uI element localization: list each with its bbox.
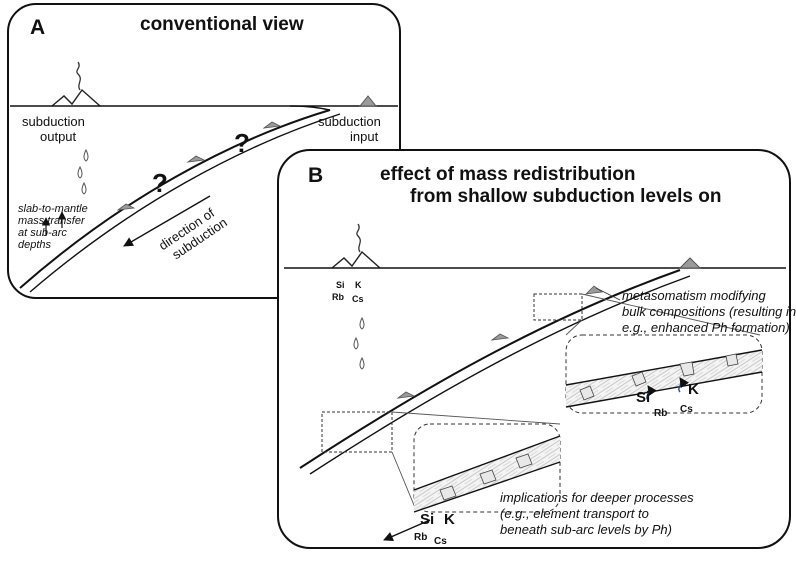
- melt-droplet-icon-a3: [81, 181, 87, 195]
- volcano-shape-a: [51, 88, 101, 107]
- sediment-pile-b: [678, 257, 702, 269]
- lower-inset-k: K: [444, 511, 455, 528]
- upper-inset-band-bottom: [565, 371, 763, 408]
- metasomatism-label-line2: bulk compositions (resulting in,: [622, 304, 796, 319]
- arc-element-rb: Rb: [332, 292, 344, 302]
- input-label-line2: input: [350, 129, 379, 144]
- lower-zoom-line2: [391, 451, 417, 511]
- upper-inset-si: Si: [636, 389, 650, 406]
- transfer-label-line1: slab-to-mantle: [18, 203, 88, 215]
- upper-inset-k: K: [688, 381, 699, 398]
- panel-b-title-line2: from shallow subduction levels on: [410, 186, 721, 207]
- mineral-grain-lower-2: [479, 469, 497, 485]
- melt-droplet-icon-a1: [83, 148, 89, 162]
- mineral-grain-upper-4: [725, 353, 739, 367]
- slab-sediment-a1: [262, 121, 282, 129]
- upper-inset-band: [566, 350, 762, 407]
- panel-a-title: conventional view: [140, 14, 304, 35]
- upper-zoom-line2: [565, 319, 583, 336]
- volcanic-plume-icon-b: [356, 223, 361, 253]
- mineral-grain-lower-3: [515, 453, 533, 469]
- trench-curve-a: [289, 105, 331, 111]
- deep-transport-arrow: [383, 519, 431, 541]
- transfer-label-line3: at sub-arc: [18, 227, 67, 239]
- panel-b-title-line1: effect of mass redistribution: [380, 164, 636, 185]
- slab-bottom-b: [309, 275, 691, 475]
- question-mark-a1: ?: [234, 128, 250, 158]
- mineral-grain-upper-2: [631, 371, 647, 387]
- direction-arrow-a: [123, 195, 211, 247]
- panel-a: A conventional view subduction output su…: [7, 3, 401, 299]
- upper-inset-cs: Cs: [680, 404, 693, 415]
- lower-inset-cs: Cs: [434, 536, 447, 547]
- upper-zoom-line1: [581, 293, 761, 336]
- slab-sediment-b3: [396, 391, 416, 399]
- transfer-label-line2: mass transfer: [18, 215, 86, 227]
- deeper-label-line1: implications for deeper processes: [500, 490, 694, 505]
- metasomatism-leader: [595, 287, 621, 301]
- panel-b-letter: B: [308, 164, 323, 187]
- deeper-label-line3: beneath sub-arc levels by Ph): [500, 522, 672, 537]
- metasomatism-label-line1: metasomatism modifying: [622, 288, 767, 303]
- slab-sediment-a3: [116, 203, 136, 211]
- metasomatism-label-line3: e.g., enhanced Ph formation): [622, 320, 790, 335]
- panel-b: B effect of mass redistribution from sha…: [277, 149, 796, 549]
- lower-inset-band-top: [413, 435, 561, 491]
- melt-droplet-icon-b1: [359, 316, 365, 330]
- fluid-arrow-upper-2: [678, 377, 689, 393]
- melt-droplet-icon-b2: [353, 336, 359, 350]
- output-label-line2: output: [40, 129, 77, 144]
- slab-top-a: [19, 109, 331, 289]
- lower-inset-si: Si: [420, 511, 434, 528]
- mineral-grain-upper-1: [579, 385, 595, 401]
- fluid-arrow-upper-1: [646, 385, 657, 401]
- transfer-label-line4: depths: [18, 239, 52, 251]
- slab-sediment-b2: [490, 333, 510, 341]
- melt-droplet-icon-b3: [359, 356, 365, 370]
- panel-a-letter: A: [30, 16, 45, 39]
- arc-element-si: Si: [336, 280, 345, 290]
- input-label-line1: subduction: [318, 114, 381, 129]
- arc-element-cs: Cs: [352, 294, 364, 304]
- upper-inset-rb: Rb: [654, 408, 667, 419]
- lower-inset-rb: Rb: [414, 532, 427, 543]
- slab-top-b: [299, 269, 681, 469]
- lower-inset-band-bottom: [413, 461, 561, 513]
- volcano-shape-b: [331, 250, 381, 269]
- slab-sediment-a2: [186, 155, 206, 163]
- lower-detail-box: [321, 411, 393, 453]
- output-label-line1: subduction: [22, 114, 85, 129]
- arc-element-k: K: [355, 280, 362, 290]
- upper-detail-box: [533, 293, 583, 321]
- lower-zoom-line1: [391, 411, 561, 425]
- slab-bottom-a: [29, 113, 341, 293]
- mineral-grain-lower-1: [439, 485, 457, 501]
- melt-droplet-icon-a2: [77, 165, 83, 179]
- sediment-pile-a: [358, 95, 378, 107]
- question-mark-a2: ?: [152, 168, 168, 198]
- deeper-label-line2: (e.g., element transport to: [500, 506, 649, 521]
- panel-b-frame: [277, 149, 791, 549]
- volcanic-plume-icon-a: [76, 61, 81, 91]
- mineral-grain-upper-3: [679, 361, 695, 377]
